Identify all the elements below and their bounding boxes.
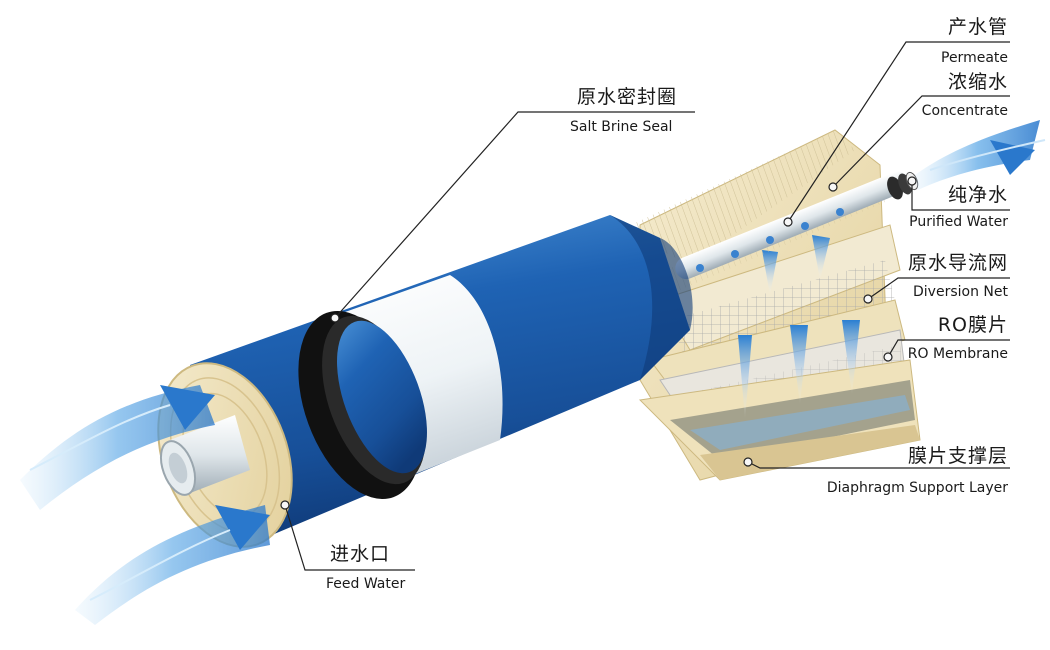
support-layer-label-en: Diaphragm Support Layer	[826, 480, 1008, 496]
feed-water-label-en: Feed Water	[326, 576, 406, 592]
membrane-housing	[157, 215, 693, 548]
salt-brine-seal-label-zh: 原水密封圈	[577, 86, 678, 108]
permeate-label-zh: 产水管	[947, 16, 1008, 38]
permeate-tube	[665, 171, 919, 290]
support-layer-label-zh: 膜片支撑层	[907, 445, 1008, 467]
concentrate-label-zh: 浓缩水	[947, 71, 1008, 93]
concentrate-label-en: Concentrate	[921, 103, 1008, 119]
flow-arrows	[738, 235, 860, 420]
feed-water-label-zh: 进水口	[330, 543, 391, 565]
ro-membrane-label-en: RO Membrane	[907, 346, 1008, 362]
permeate-label-en: Permeate	[941, 50, 1008, 66]
feed-water-splash	[20, 385, 270, 625]
diversion-net-label-en: Diversion Net	[913, 284, 1008, 300]
purified-water-label-zh: 纯净水	[947, 184, 1008, 206]
salt-brine-seal-label-en: Salt Brine Seal	[570, 119, 673, 135]
ro-membrane-label-zh: RO膜片	[937, 314, 1008, 336]
leader-dots	[280, 176, 917, 510]
leader-lines	[284, 41, 1010, 571]
diversion-net-label-zh: 原水导流网	[907, 252, 1008, 274]
purified-water-spray	[915, 120, 1046, 190]
purified-water-label-en: Purified Water	[909, 214, 1008, 230]
